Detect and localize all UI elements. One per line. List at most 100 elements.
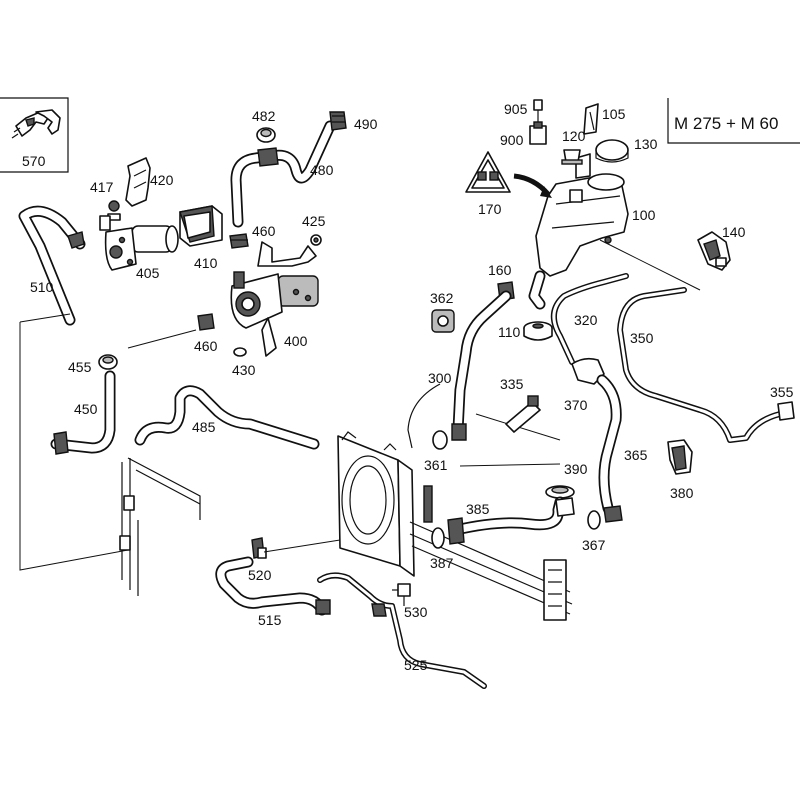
- electric-pump-400[interactable]: [230, 241, 319, 357]
- hose-515[interactable]: [215, 556, 331, 616]
- clamp-390[interactable]: [545, 485, 575, 499]
- part-label: 525: [404, 657, 428, 673]
- part-label: 417: [90, 179, 114, 195]
- part-label: 450: [74, 401, 98, 417]
- engine-variant-box: M 275 + M 60: [667, 98, 800, 144]
- insulation-sleeve-410[interactable]: [179, 205, 223, 247]
- clamp-570[interactable]: [11, 109, 61, 139]
- part-labels: 570 482 490 480 417 420 460 425 405 410 …: [22, 101, 794, 673]
- auxiliary-pump-405[interactable]: [99, 215, 179, 271]
- part-label: 320: [574, 312, 598, 328]
- part-label: 480: [310, 162, 334, 178]
- part-label: 455: [68, 359, 92, 375]
- part-label: 160: [488, 262, 512, 278]
- part-label: 105: [602, 106, 626, 122]
- part-label: 387: [430, 555, 454, 571]
- seal-430[interactable]: [233, 347, 247, 357]
- part-label: 425: [302, 213, 326, 229]
- part-label: 900: [500, 132, 524, 148]
- detail-box-570: [0, 97, 69, 173]
- radiator-right: [409, 485, 573, 621]
- hose-upper-tank[interactable]: [528, 270, 546, 310]
- bolt-425[interactable]: [310, 234, 322, 246]
- clamp-140[interactable]: [697, 231, 731, 271]
- part-label: 355: [770, 384, 794, 400]
- mount-110[interactable]: [523, 321, 553, 341]
- hose-485[interactable]: [134, 385, 320, 450]
- pipe-320[interactable]: [551, 273, 629, 365]
- thermostat-335[interactable]: [505, 395, 541, 433]
- part-label: 300: [428, 370, 452, 386]
- hose-450[interactable]: [50, 370, 116, 455]
- part-label: 110: [498, 324, 521, 340]
- part-label: 380: [670, 485, 694, 501]
- part-label: 390: [564, 461, 588, 477]
- clamp-355[interactable]: [777, 401, 795, 421]
- part-label: 370: [564, 397, 588, 413]
- pipe-350[interactable]: [617, 287, 783, 443]
- part-label: 385: [466, 501, 490, 517]
- part-label: 905: [504, 101, 528, 117]
- part-label: 140: [722, 224, 746, 240]
- part-label: 485: [192, 419, 216, 435]
- oring-361[interactable]: [432, 430, 448, 450]
- part-label: 520: [248, 567, 272, 583]
- part-label: 405: [136, 265, 160, 281]
- part-label: 100: [632, 207, 656, 223]
- clamp-455[interactable]: [98, 354, 118, 370]
- bolt-530[interactable]: [392, 583, 411, 606]
- thin-line-300: [407, 383, 441, 449]
- part-label: 130: [634, 136, 658, 152]
- clamp-380[interactable]: [667, 439, 693, 475]
- part-label: 515: [258, 612, 282, 628]
- hose-480[interactable]: [230, 120, 336, 228]
- part-label: 460: [252, 223, 276, 239]
- clamp-460-lower[interactable]: [197, 313, 215, 331]
- part-label: 361: [424, 457, 448, 473]
- clamp-460-upper[interactable]: [229, 233, 249, 249]
- hose-300[interactable]: [451, 290, 512, 441]
- part-label: 482: [252, 108, 276, 124]
- bolt-417[interactable]: [107, 200, 121, 221]
- clamp-482[interactable]: [256, 127, 276, 143]
- part-label: 420: [150, 172, 174, 188]
- part-label: 120: [562, 128, 586, 144]
- grommet-362[interactable]: [431, 309, 455, 333]
- leader-lines-left: [19, 313, 197, 571]
- oring-367[interactable]: [587, 510, 601, 530]
- warning-label-170[interactable]: [465, 151, 552, 198]
- bracket-420[interactable]: [125, 157, 151, 207]
- part-label: 350: [630, 330, 654, 346]
- part-label: 365: [624, 447, 648, 463]
- expansion-tank-100[interactable]: [535, 153, 629, 277]
- cap-130[interactable]: [595, 139, 629, 163]
- part-label: 460: [194, 338, 218, 354]
- pipe-525[interactable]: [317, 572, 487, 689]
- part-label: 335: [500, 376, 524, 392]
- connector-105[interactable]: [583, 103, 599, 135]
- part-label: 400: [284, 333, 308, 349]
- part-label: 530: [404, 604, 428, 620]
- part-label: 490: [354, 116, 378, 132]
- hose-385[interactable]: [447, 496, 575, 545]
- clamp-520[interactable]: [251, 537, 267, 559]
- part-label: 510: [30, 279, 54, 295]
- part-label: 430: [232, 362, 256, 378]
- fan-shroud: [337, 431, 415, 577]
- engine-variant-title: M 275 + M 60: [674, 114, 778, 133]
- sensor-905[interactable]: [533, 99, 543, 122]
- part-label: 570: [22, 153, 46, 169]
- plug-120[interactable]: [561, 149, 583, 165]
- part-label: 367: [582, 537, 606, 553]
- leader-line-520: [263, 539, 341, 553]
- part-label: 170: [478, 201, 502, 217]
- hose-365[interactable]: [596, 374, 623, 523]
- part-label: 410: [194, 255, 218, 271]
- oring-387[interactable]: [431, 527, 445, 549]
- hose-510[interactable]: [18, 205, 86, 326]
- connector-900[interactable]: [529, 121, 547, 145]
- clamp-490[interactable]: [329, 111, 347, 131]
- part-label: 362: [430, 290, 454, 306]
- radiator-left: [119, 457, 201, 596]
